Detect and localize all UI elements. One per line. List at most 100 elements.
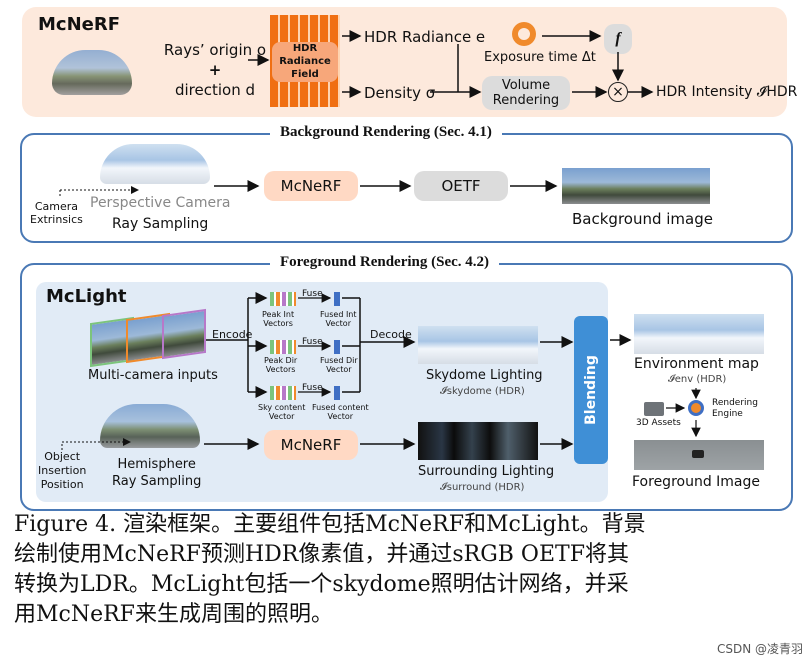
fused-int-line-1: Fused Int [320, 310, 357, 319]
rendering-engine-line-2: Engine [712, 409, 743, 419]
f-function-box: f [604, 24, 632, 54]
fused-dir-vector-icon [334, 340, 340, 354]
multi-camera-label: Multi-camera inputs [88, 368, 218, 383]
fused-content-line-2: Vector [327, 412, 354, 421]
camera-extrinsics-label: Camera Extrinsics [30, 200, 83, 226]
fused-content-line-1: Fused content [312, 403, 369, 412]
peak-int-vectors-icon [270, 292, 296, 306]
fuse-label-3: Fuse [302, 383, 323, 393]
perspective-camera-thumbnail [100, 144, 210, 184]
volume-rendering-box: Volume Rendering [482, 76, 570, 110]
multiply-node: × [608, 82, 628, 102]
ray-sampling-label: Ray Sampling [112, 216, 209, 232]
background-image-label: Background image [572, 210, 713, 228]
sky-content-vectors-icon [270, 386, 296, 400]
decode-label: Decode [370, 328, 412, 341]
hdr-radiance-field-label: HDR Radiance Field [272, 42, 338, 82]
fg-mcnerf-box: McNeRF [264, 430, 358, 460]
caption-line-2: 绘制使用McNeRF预测HDR像素值，并通过sRGB OETF将其 [14, 542, 629, 567]
object-insertion-line-1: Object [44, 450, 81, 463]
object-insertion-line-2: Insertion [38, 464, 87, 477]
peak-int-line-1: Peak Int [262, 310, 295, 319]
bg-mcnerf-box: McNeRF [264, 171, 358, 201]
mcnerf-panel [22, 7, 787, 117]
caption-line-4: 用McNeRF来生成周围的照明。 [14, 602, 333, 627]
camera-extrinsics-line-2: Extrinsics [30, 213, 83, 226]
blending-label: Blending [583, 355, 599, 425]
foreground-image-label: Foreground Image [632, 474, 761, 490]
hdr-field-line-1: HDR [292, 43, 318, 54]
object-insertion-label: Object Insertion Position [38, 450, 86, 492]
volume-rendering-line-2: Rendering [492, 93, 560, 108]
peak-int-line-2: Vectors [263, 319, 293, 328]
fused-dir-line-2: Vector [326, 365, 352, 374]
volume-rendering-line-1: Volume [501, 78, 551, 93]
fused-int-vector-icon [334, 292, 340, 306]
fuse-label-2: Fuse [302, 337, 323, 347]
sky-content-line-1: Sky content [258, 403, 306, 412]
direction-label: direction d [174, 81, 256, 99]
hemisphere-line-2: Ray Sampling [112, 474, 202, 489]
caption-line-3: 转换为LDR。McLight包括一个skydome照明估计网络，并采 [14, 572, 629, 597]
env-sub-label: 𝓘env (HDR) [668, 374, 727, 385]
hdr-field-line-3: Field [291, 69, 319, 80]
blending-bar: Blending [574, 316, 608, 464]
hemisphere-thumbnail [100, 404, 200, 448]
rays-input: Rays’ origin o + direction d [160, 40, 270, 100]
background-image-thumbnail [562, 168, 710, 204]
encode-label: Encode [212, 328, 253, 341]
3d-assets-label: 3D Assets [636, 418, 681, 428]
watermark: CSDN @凌青羽 [716, 642, 803, 656]
foreground-section-title: Foreground Rendering (Sec. 4.2) [270, 254, 500, 271]
fused-int-line-2: Vector [325, 319, 352, 328]
surrounding-sub-label: 𝓘surround (HDR) [440, 482, 525, 493]
fused-dir-line-1: Fused Dir [320, 356, 358, 365]
peak-dir-line-1: Peak Dir [264, 356, 298, 365]
hemisphere-line-1: Hemisphere [117, 457, 196, 472]
exposure-label: Exposure time Δt [484, 50, 596, 65]
surrounding-lighting-thumbnail [418, 422, 538, 460]
peak-dir-line-2: Vectors [265, 365, 296, 374]
camera-extrinsics-line-1: Camera [34, 200, 79, 213]
aperture-icon [512, 22, 536, 46]
oetf-box: OETF [414, 171, 508, 201]
plus-sign: + [208, 61, 222, 79]
fuse-label-1: Fuse [302, 289, 323, 299]
perspective-camera-label: Perspective Camera [90, 195, 231, 211]
environment-map-label: Environment map [634, 356, 759, 372]
skydome-sub-label: 𝓘skydome (HDR) [440, 386, 525, 397]
hdr-intensity-label: HDR Intensity 𝓘̂HDR [656, 84, 798, 100]
fused-content-vector-icon [334, 386, 340, 400]
mclight-title: McLight [46, 286, 127, 307]
car-icon [692, 450, 704, 458]
camera-input-3 [162, 308, 206, 360]
caption-line-1: Figure 4. 渲染框架。主要组件包括McNeRF和McLight。背景 [14, 512, 646, 537]
rendering-engine-label: Rendering Engine [712, 398, 758, 420]
density-label: Density σ [364, 84, 436, 102]
rays-origin-label: Rays’ origin o [163, 41, 267, 59]
sky-content-line-2: Vector [268, 412, 295, 421]
blender-icon [688, 400, 704, 416]
figure-caption: Figure 4. 渲染框架。主要组件包括McNeRF和McLight。背景 绘… [14, 510, 804, 630]
object-insertion-line-3: Position [40, 478, 84, 491]
hdr-radiance-label: HDR Radiance e [364, 28, 486, 46]
panorama-thumbnail [52, 50, 132, 95]
skydome-lighting-label: Skydome Lighting [426, 368, 543, 383]
skydome-lighting-thumbnail [418, 326, 538, 364]
mcnerf-title: McNeRF [38, 14, 121, 35]
hdr-field-line-2: Radiance [279, 56, 331, 67]
foreground-image-thumbnail [634, 440, 764, 470]
peak-dir-vectors-icon [270, 340, 296, 354]
surrounding-lighting-label: Surrounding Lighting [418, 464, 555, 479]
3d-asset-icon [644, 402, 664, 416]
background-section-title: Background Rendering (Sec. 4.1) [270, 124, 502, 141]
rendering-engine-line-1: Rendering [712, 398, 758, 408]
hemisphere-label: Hemisphere Ray Sampling [112, 456, 201, 490]
environment-map-thumbnail [634, 314, 764, 354]
